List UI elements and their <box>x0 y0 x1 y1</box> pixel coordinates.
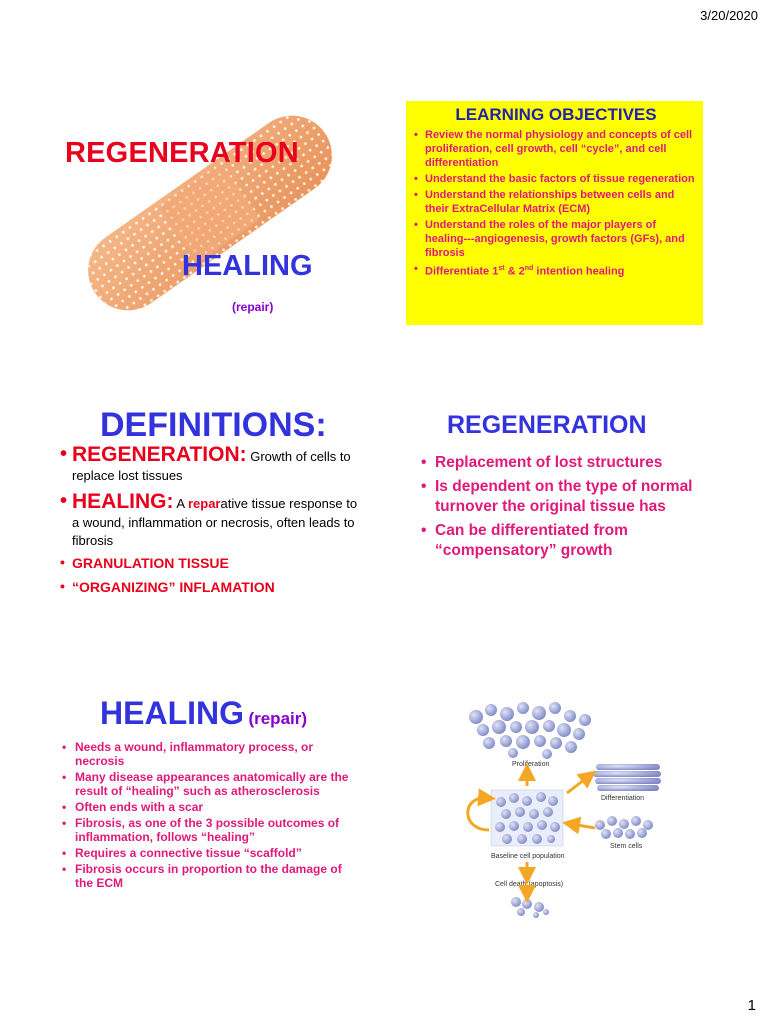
label-cell-death: Cell death (apoptosis) <box>495 881 563 888</box>
regeneration-item: Is dependent on the type of normal turno… <box>421 477 703 517</box>
objective-item: Understand the roles of the major player… <box>412 218 700 260</box>
proliferation-cells <box>469 702 591 759</box>
healing-item: Fibrosis occurs in proportion to the dam… <box>60 862 360 890</box>
objective-text: Differentiate 1 <box>425 265 499 278</box>
objectives-box: LEARNING OBJECTIVES Review the normal ph… <box>406 101 703 325</box>
definition-text: ative tissue response to a wound, inflam… <box>72 496 358 548</box>
bullet: • <box>60 578 65 594</box>
page-number: 1 <box>747 997 756 1014</box>
apoptotic-cells <box>511 897 549 918</box>
bullet: • <box>60 443 68 465</box>
label-stem-cells: Stem cells <box>610 843 643 850</box>
slide-regeneration: REGENERATION Replacement of lost structu… <box>403 395 703 625</box>
flow-arrows <box>466 763 597 903</box>
slide-healing: HEALING (repair) Needs a wound, inflamma… <box>60 690 360 920</box>
definition-sub-item: • “ORGANIZING” INFLAMATION <box>60 578 360 597</box>
slide-title-note: (repair) <box>232 300 274 314</box>
regeneration-title: REGENERATION <box>447 411 647 439</box>
label-differentiation: Differentiation <box>601 795 644 802</box>
slide-definitions: DEFINITIONS: • REGENERATION: Growth of c… <box>60 395 360 625</box>
definition-term: REGENERATION: <box>72 443 247 466</box>
definition-highlight: repar <box>187 496 221 511</box>
healing-item: Fibrosis, as one of the 3 possible outco… <box>60 816 360 844</box>
healing-item: Requires a connective tissue “scaffold” <box>60 846 360 860</box>
label-proliferation: Proliferation <box>512 761 549 768</box>
sub-item-text: GRANULATION TISSUE <box>72 555 229 571</box>
definition-term: HEALING: <box>72 490 174 513</box>
slide-title-healing: HEALING <box>182 250 313 282</box>
objective-text: intention healing <box>533 265 625 278</box>
baseline-cells <box>490 789 564 847</box>
objective-item: Review the normal physiology and concept… <box>412 128 700 170</box>
bandage-image <box>88 115 332 311</box>
definition-text: A <box>173 496 188 511</box>
regeneration-item: Can be differentiated from “compensatory… <box>421 521 703 561</box>
objective-item: Understand the relationships between cel… <box>412 188 700 216</box>
definition-text: Growth of cells to replace lost tissues <box>72 449 351 483</box>
label-baseline: Baseline cell population <box>491 853 565 860</box>
objectives-list: Review the normal physiology and concept… <box>412 128 700 279</box>
definitions-title: DEFINITIONS: <box>100 406 327 444</box>
healing-item: Many disease appearances anatomically ar… <box>60 770 360 798</box>
definitions-body: • REGENERATION: Growth of cells to repla… <box>60 443 360 603</box>
healing-title-text: HEALING <box>100 695 244 731</box>
regeneration-item: Replacement of lost structures <box>421 453 703 473</box>
definition-sub-item: • GRANULATION TISSUE <box>60 554 360 573</box>
objectives-title: LEARNING OBJECTIVES <box>455 105 657 124</box>
definition-regeneration: • REGENERATION: Growth of cells to repla… <box>60 443 360 485</box>
healing-title-suffix: (repair) <box>248 709 308 728</box>
healing-title: HEALING (repair) <box>100 695 307 732</box>
date-header: 3/20/2020 <box>700 8 758 23</box>
healing-list: Needs a wound, inflammatory process, or … <box>60 740 360 892</box>
bullet: • <box>60 490 68 512</box>
cell-population-diagram: Proliferation Differentiation Baseline c… <box>466 702 661 918</box>
regeneration-list: Replacement of lost structures Is depend… <box>421 453 703 565</box>
healing-item: Often ends with a scar <box>60 800 360 814</box>
definition-healing: • HEALING: A reparative tissue response … <box>60 490 360 550</box>
slide-title-regeneration: REGENERATION <box>65 137 299 169</box>
bullet: • <box>60 554 65 570</box>
objective-item: Understand the basic factors of tissue r… <box>412 172 700 186</box>
slide-cell-population-diagram: Proliferation Differentiation Baseline c… <box>403 690 703 920</box>
objective-sup: st <box>498 265 505 272</box>
objective-sup: nd <box>524 265 534 272</box>
sub-item-text: “ORGANIZING” INFLAMATION <box>72 579 275 595</box>
differentiation-cells <box>593 764 661 791</box>
objective-item: Differentiate 1st & 2nd intention healin… <box>412 262 700 279</box>
slide-learning-objectives: LEARNING OBJECTIVES Review the normal ph… <box>403 95 703 325</box>
stem-cells <box>595 816 653 839</box>
slide-title: REGENERATION HEALING (repair) <box>60 95 360 325</box>
healing-item: Needs a wound, inflammatory process, or … <box>60 740 360 768</box>
objective-text: & 2 <box>504 265 525 278</box>
